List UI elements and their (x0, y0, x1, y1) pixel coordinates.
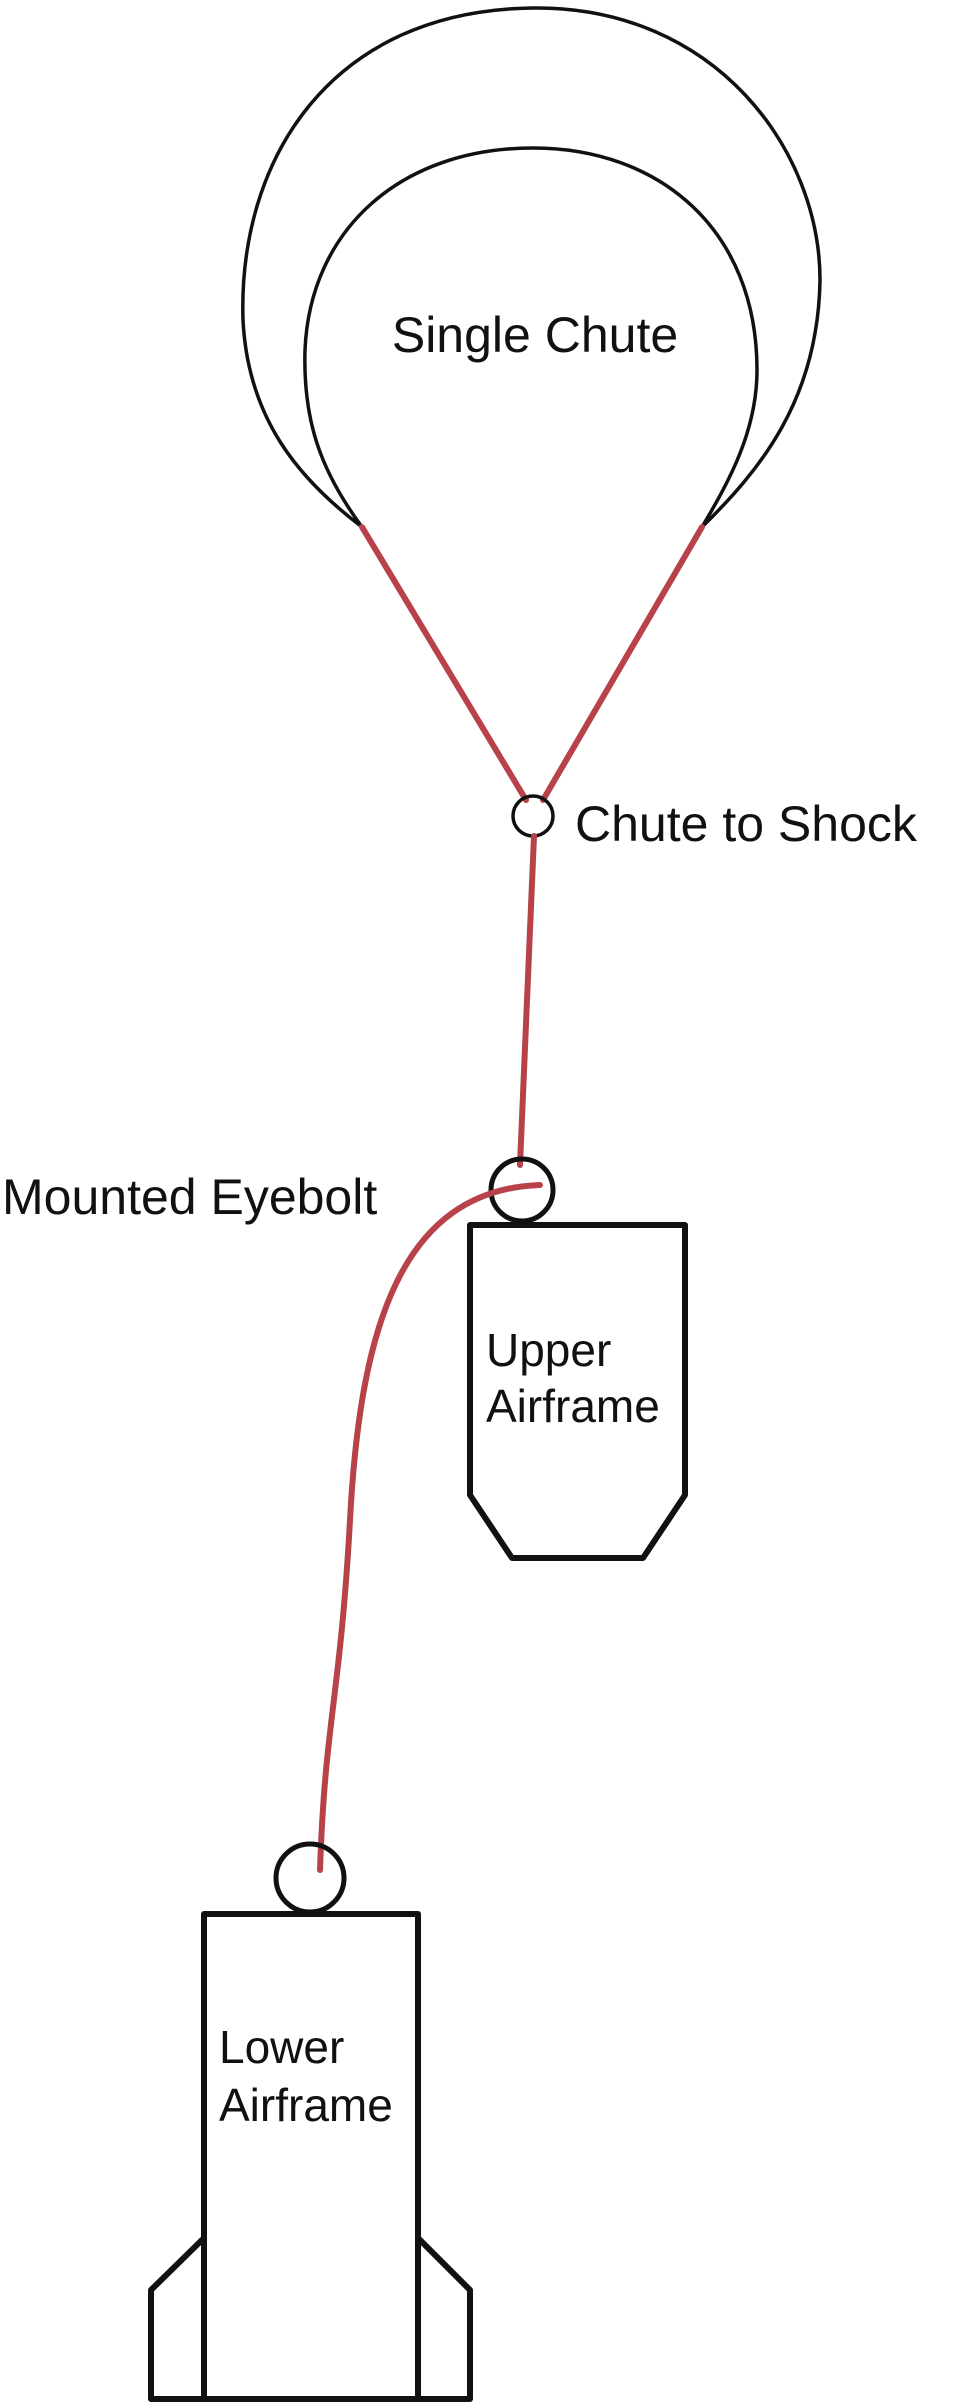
parachute: Single Chute (241, 6, 822, 529)
upper-eyebolt-ring (488, 1156, 556, 1224)
lower-airframe-fin-left (148, 2235, 207, 2402)
lower-airframe-fin-right (415, 2235, 473, 2402)
shock-cord-lower (317, 1182, 543, 1873)
lower-airframe-body (201, 1911, 421, 2402)
shroud-line-right (540, 524, 705, 803)
connector-ring (511, 794, 555, 838)
upper-airframe-outline (467, 1222, 688, 1561)
upper-airframe-label-line1: Upper (486, 1324, 611, 1376)
lower-eyebolt-ring (273, 1841, 347, 1915)
upper-eyebolt: Mounted Eyebolt (2, 1156, 556, 1225)
upper-airframe-label-line2: Airframe (486, 1380, 660, 1432)
parachute-inner-outline (303, 146, 759, 529)
parachute-label: Single Chute (392, 307, 678, 363)
parachute-outer-outline (241, 6, 822, 529)
shroud-line-left (359, 524, 529, 803)
lower-airframe-label-line2: Airframe (219, 2079, 393, 2131)
lower-airframe-label-line1: Lower (219, 2021, 344, 2073)
chute-to-shock-connector: Chute to Shock (511, 794, 918, 852)
shroud-lines (359, 524, 705, 803)
connector-label: Chute to Shock (575, 796, 918, 852)
upper-airframe: Upper Airframe (467, 1222, 688, 1561)
eyebolt-label: Mounted Eyebolt (2, 1169, 377, 1225)
lower-airframe: Lower Airframe (148, 1911, 473, 2402)
shock-cord-upper (517, 833, 537, 1168)
